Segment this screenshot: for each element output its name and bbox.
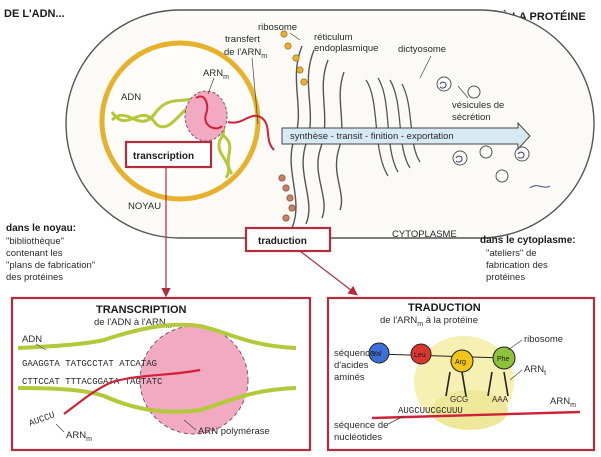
dictyosome-label: dictyosome bbox=[398, 44, 446, 55]
traduction-panel-title: TRADUCTION bbox=[408, 302, 481, 314]
seq-nuc-leader bbox=[387, 415, 405, 425]
adn-label: ADN bbox=[121, 92, 141, 103]
ribosome-chain-dots bbox=[278, 174, 296, 222]
transfer-label-1: transfert bbox=[225, 34, 260, 45]
cytoplasm-note-line-1: "ateliers" de bbox=[486, 248, 537, 259]
ribosome-dots bbox=[280, 30, 308, 86]
transcription-adn-leader bbox=[35, 343, 47, 351]
polymerase-label: ARN polymérase bbox=[198, 426, 270, 437]
amino-acid-phe bbox=[492, 346, 516, 370]
dictyosome-leader bbox=[419, 55, 432, 79]
amino-acid-val-label: Val bbox=[372, 351, 382, 358]
dna-bottom-strand bbox=[17, 386, 297, 414]
amino-acid-arg-label: Arg bbox=[455, 359, 466, 366]
cytoplasm-note-line-3: protéines bbox=[486, 272, 525, 283]
seq-aa-label-3: aminés bbox=[334, 372, 365, 383]
exported-mrna bbox=[227, 114, 275, 151]
amino-acid-arg bbox=[450, 349, 474, 373]
amino-acid-leu-label: Leu bbox=[414, 352, 426, 359]
traduction-mrna bbox=[371, 410, 581, 420]
nucleus-note-line-2: contenant les bbox=[6, 248, 63, 259]
traduction-ribosome-label: ribosome bbox=[524, 334, 563, 345]
traduction-arrow bbox=[299, 250, 358, 296]
vesicle-contents bbox=[439, 81, 551, 189]
dna-top-strand bbox=[17, 322, 297, 350]
vesicles-label-2: sécrétion bbox=[452, 112, 491, 123]
peptide-bond-line bbox=[377, 353, 505, 359]
nucleus-dna-strand-a bbox=[110, 90, 205, 123]
top-strand-bases: GAAGGTA TATGCCTAT ATCATAG bbox=[22, 359, 157, 369]
transcription-arn-label: ARNm bbox=[66, 430, 92, 443]
traduction-arn-m-label: ARNm bbox=[550, 396, 576, 409]
traduction-box-label: traduction bbox=[258, 236, 307, 247]
nascent-mrna bbox=[63, 368, 201, 415]
reticulum-label-1: réticulum bbox=[314, 32, 353, 43]
dictyosome bbox=[365, 77, 421, 177]
arn-t-label: ARNt bbox=[524, 364, 546, 377]
anticodon-1: GCG bbox=[450, 395, 468, 404]
ribosome-small-subunit bbox=[432, 390, 508, 430]
transcription-adn-label: ADN bbox=[22, 334, 42, 345]
nucleus-note-line-1: "bibliothèque" bbox=[6, 236, 64, 247]
transfer-label-2: de l'ARNm bbox=[224, 47, 267, 60]
arn-m-label: ARNm bbox=[203, 68, 229, 81]
left-title: DE L'ADN... bbox=[4, 8, 65, 20]
nucleus-note-title: dans le noyau: bbox=[6, 223, 76, 234]
reticulum-label-2: endoplasmique bbox=[314, 43, 378, 54]
seq-nuc-label-1: séquence de bbox=[334, 420, 388, 431]
cytoplasme-label: CYTOPLASME bbox=[392, 229, 457, 240]
secretion-vesicles bbox=[436, 76, 530, 183]
mrna-sequence: AUGCUUCGCUUU bbox=[398, 406, 463, 416]
vesicles-label-1: vésicules de bbox=[452, 100, 504, 111]
polymerase-leader bbox=[183, 419, 197, 431]
nucleus-note-line-3: "plans de fabrication" bbox=[6, 260, 95, 271]
nucleus-note-line-4: des protéines bbox=[6, 272, 63, 283]
seq-aa-label-1: séquence bbox=[334, 348, 375, 359]
pipeline-arrow bbox=[281, 121, 531, 151]
transcription-arn-leader bbox=[55, 423, 65, 433]
nucleus-mrna bbox=[195, 95, 223, 130]
vesicles-leader bbox=[457, 85, 469, 99]
amino-acid-phe-label: Phe bbox=[497, 356, 510, 363]
noyau-label: NOYAU bbox=[128, 201, 161, 212]
seq-nuc-label-2: nucléotides bbox=[334, 432, 382, 443]
traduction-panel-subtitle: de l'ARNm à la protéine bbox=[380, 315, 478, 328]
seq-aa-label-2: d'acides bbox=[334, 360, 369, 371]
ribosome-leader bbox=[289, 32, 301, 41]
transcription-panel-title: TRANSCRIPTION bbox=[96, 304, 187, 316]
transcription-box bbox=[124, 140, 213, 169]
anticodon-2: AAA bbox=[492, 395, 509, 404]
cytoplasm-note-line-2: fabrication des bbox=[486, 260, 548, 271]
traduction-box bbox=[244, 226, 332, 253]
transcription-panel bbox=[10, 296, 312, 452]
arn-m-leader bbox=[207, 77, 215, 95]
arn-t-leader bbox=[509, 369, 523, 381]
trna-shapes bbox=[445, 371, 509, 397]
cytoplasm-note-title: dans le cytoplasme: bbox=[480, 235, 576, 246]
bottom-strand-bases: CTTCCAT TTTACGGATA TAGTATC bbox=[22, 377, 163, 387]
pipeline-label: synthèse - transit - finition - exportat… bbox=[290, 131, 454, 142]
transcription-box-label: transcription bbox=[133, 151, 194, 162]
amino-acid-val bbox=[368, 342, 390, 364]
ribosome-label: ribosome bbox=[258, 22, 297, 33]
transfer-leader bbox=[251, 57, 259, 125]
traduction-ribosome-leader bbox=[507, 339, 523, 351]
amino-acid-leu bbox=[410, 343, 432, 365]
